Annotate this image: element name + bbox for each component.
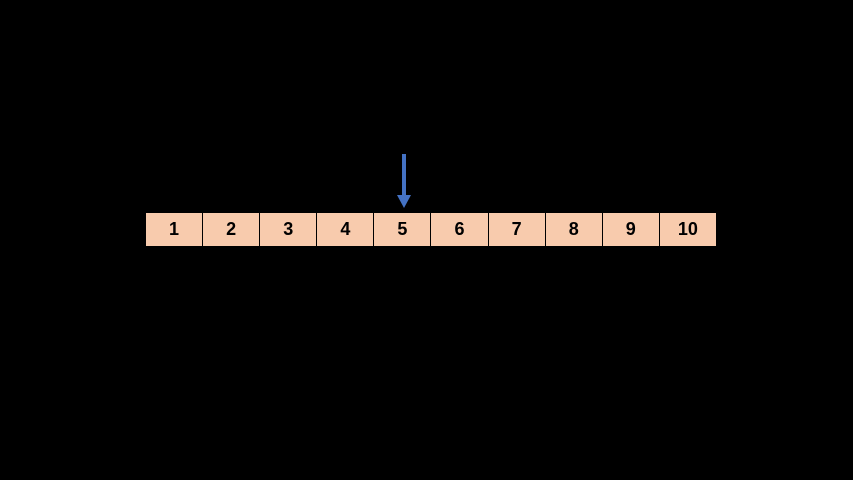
arrow-head <box>397 195 411 208</box>
array-cell-10: 10 <box>659 213 716 246</box>
array-cell-9: 9 <box>602 213 660 246</box>
array-cell-8: 8 <box>545 213 603 246</box>
array-cell-5: 5 <box>374 213 432 246</box>
down-arrow-icon <box>397 154 411 208</box>
array-cell-6: 6 <box>431 213 489 246</box>
array-cell-3: 3 <box>260 213 318 246</box>
array-cell-1: 1 <box>146 213 204 246</box>
array-cell-2: 2 <box>203 213 261 246</box>
array-cell-7: 7 <box>488 213 546 246</box>
array-row: 1 2 3 4 5 6 7 8 9 10 <box>145 212 717 247</box>
array-cell-4: 4 <box>317 213 375 246</box>
